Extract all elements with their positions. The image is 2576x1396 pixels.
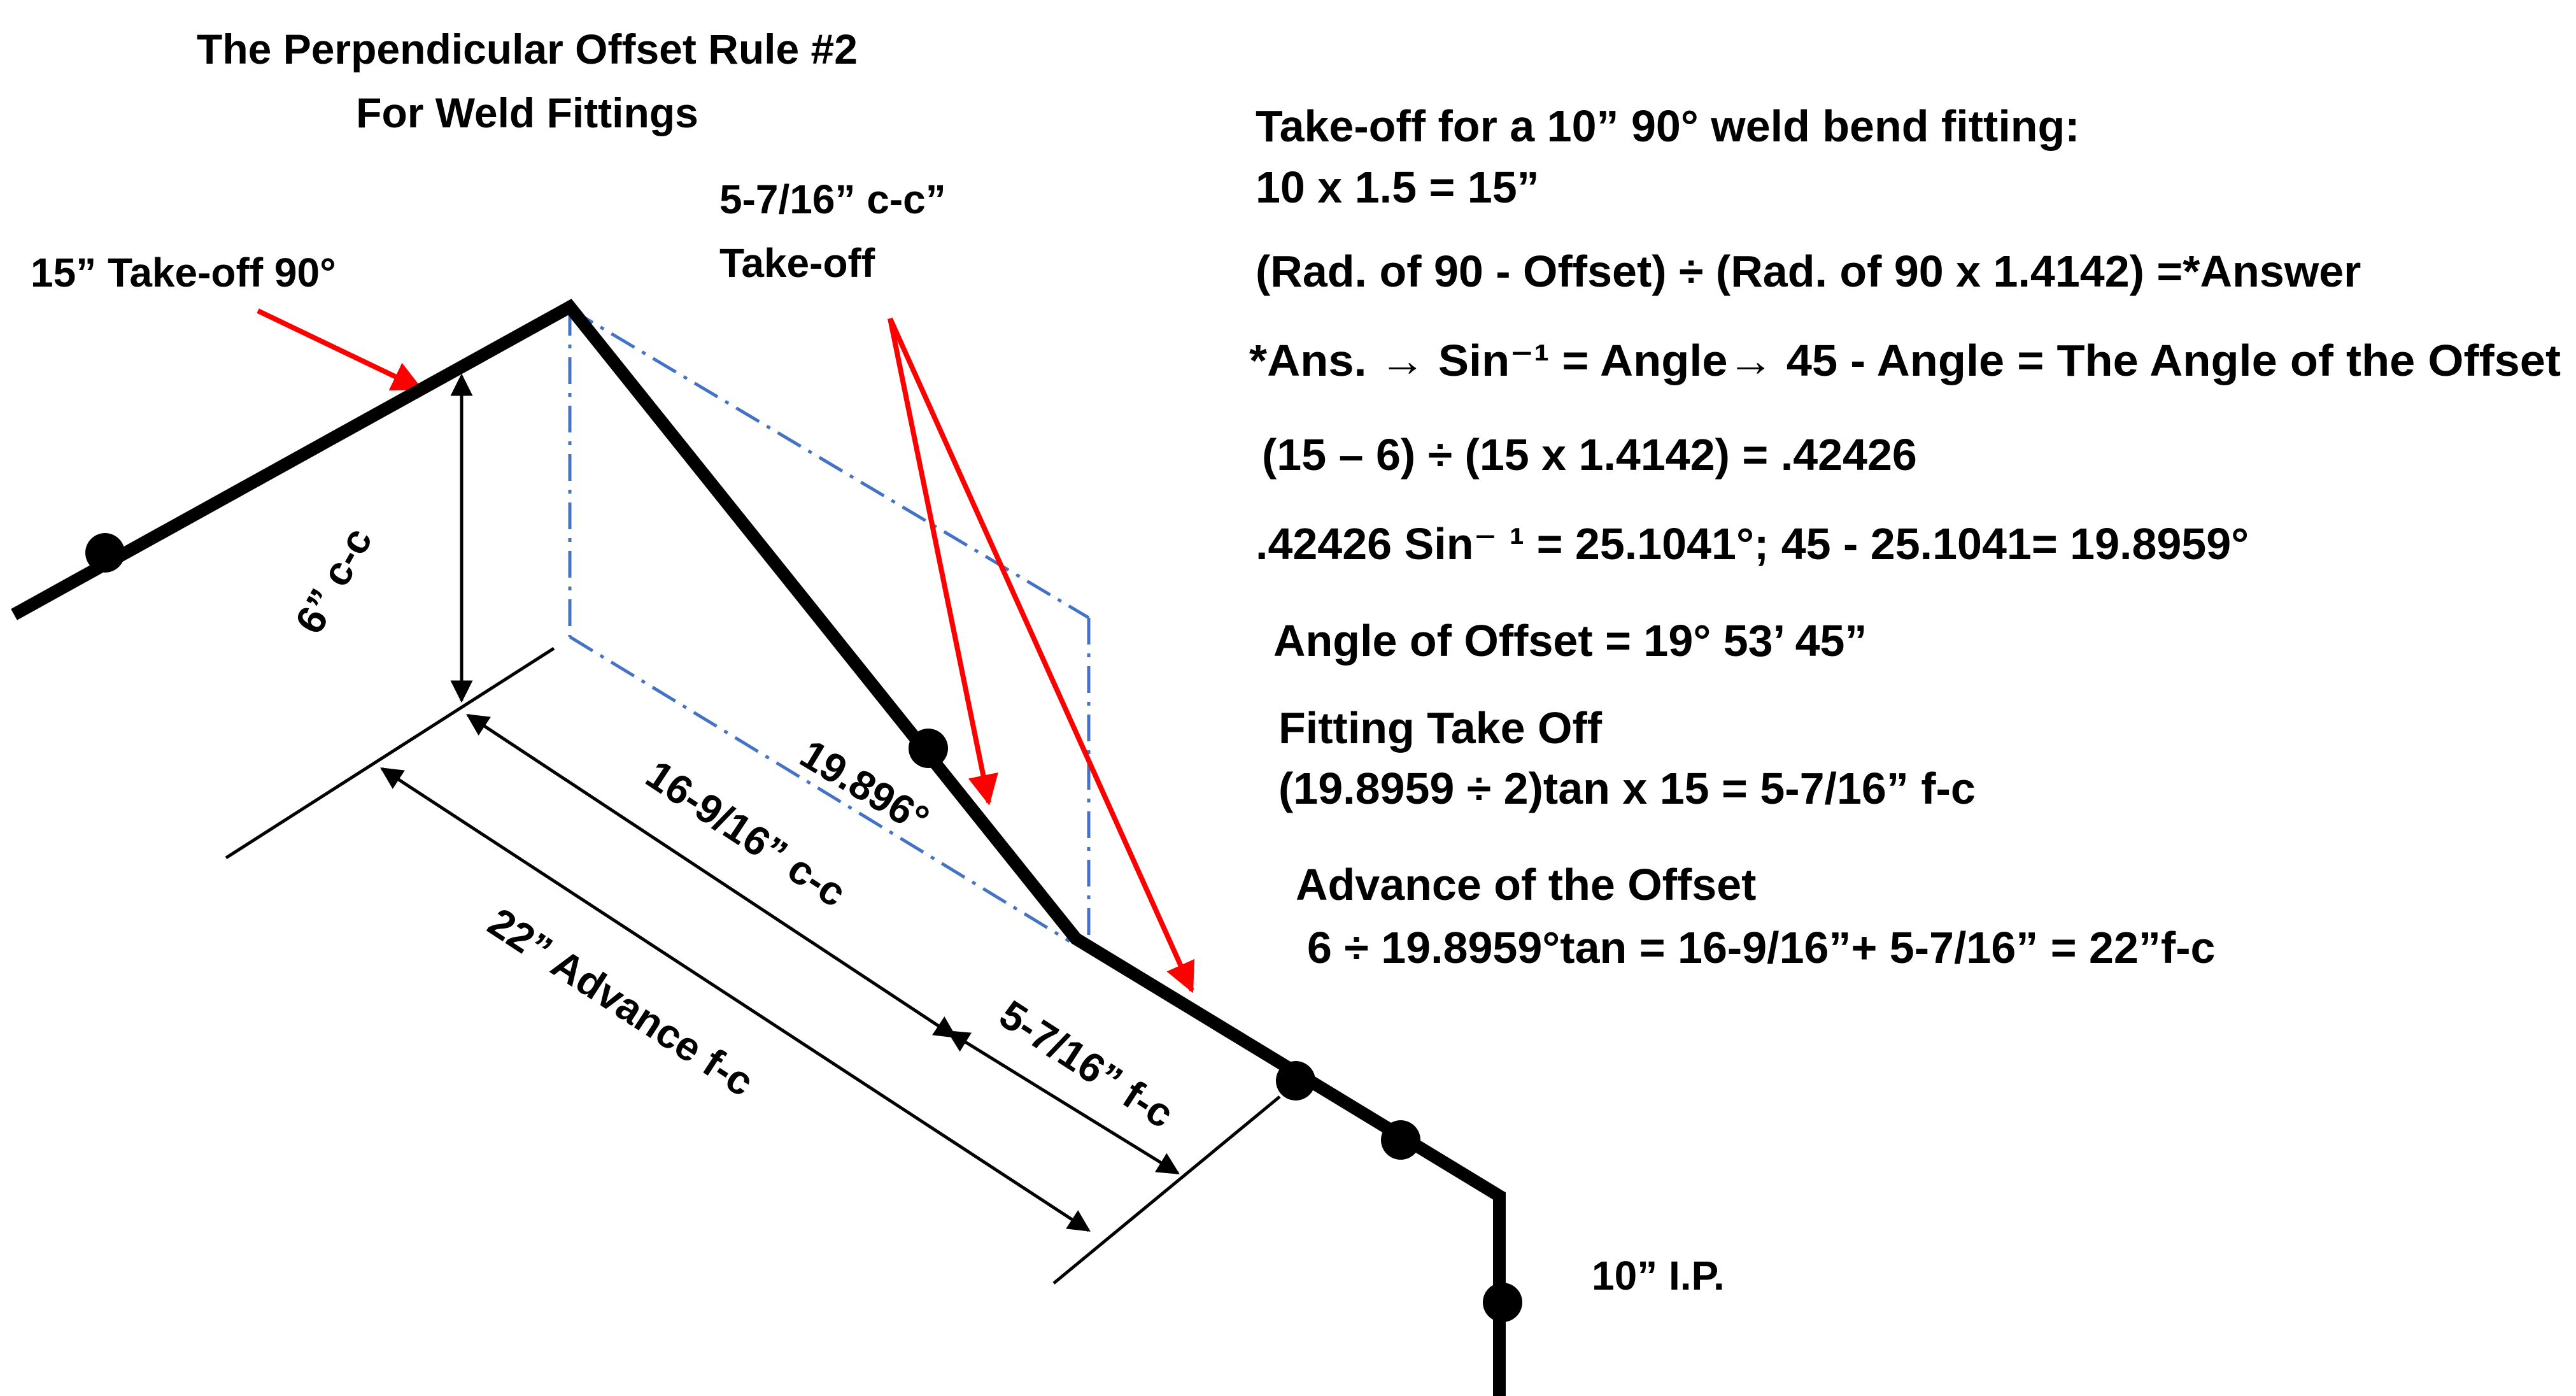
pointer-arrows (257, 308, 1195, 994)
label-ip: 10” I.P. (1592, 1253, 1725, 1299)
weld-dot (1483, 1283, 1522, 1322)
calc-formula-note: *Ans. → Sin⁻¹ = Angle→ 45 - Angle = The … (1249, 336, 2561, 385)
dimension-advance (380, 767, 1091, 1232)
weld-dot (1381, 1120, 1420, 1160)
calc-takeoff-value: 10 x 1.5 = 15” (1256, 162, 1539, 212)
calc-advance-heading: Advance of the Offset (1296, 860, 1756, 909)
extension-line-upper-left (225, 646, 555, 860)
pointer-arrow-takeoff-lower (888, 317, 1195, 994)
construction-top-diagonal (569, 307, 1090, 620)
extension-lines (225, 646, 1281, 1285)
calc-formula: (Rad. of 90 - Offset) ÷ (Rad. of 90 x 1.… (1256, 246, 2361, 296)
dimension-travel (466, 713, 957, 1039)
label-cc-takeoff-line2: Take-off (719, 240, 875, 286)
calc-step1: (15 – 6) ÷ (15 x 1.4142) = .42426 (1262, 430, 1917, 480)
weld-dot (909, 729, 948, 768)
calc-fitting-value: (19.8959 ÷ 2)tan x 15 = 5-7/16” f-c (1278, 764, 1976, 813)
label-cc-takeoff-line1: 5-7/16” c-c” (719, 176, 946, 222)
weld-points (85, 533, 1522, 1322)
weld-dot (1276, 1061, 1315, 1100)
label-advance: 22” Advance f-c (480, 899, 761, 1105)
label-rise: 6” c-c (286, 520, 381, 641)
label-takeoff-90: 15” Take-off 90° (31, 250, 336, 296)
pointer-arrow-takeoff-upper (888, 318, 998, 806)
calc-angle-result: Angle of Offset = 19° 53’ 45” (1273, 616, 1867, 666)
calc-step2: .42426 Sin⁻ ¹ = 25.1041°; 45 - 25.1041= … (1256, 519, 2249, 569)
extension-line-lower-right (1052, 1095, 1281, 1285)
pipe-run (11, 299, 1506, 1396)
weld-dot (85, 533, 125, 573)
calc-takeoff-heading: Take-off for a 10” 90° weld bend fitting… (1256, 101, 2080, 151)
pointer-arrow-takeoff-90 (257, 308, 423, 391)
calc-fitting-heading: Fitting Take Off (1278, 703, 1603, 753)
calculation-block: Take-off for a 10” 90° weld bend fitting… (1249, 101, 2561, 972)
calc-advance-value: 6 ÷ 19.8959°tan = 16-9/16”+ 5-7/16” = 22… (1307, 923, 2215, 972)
dimension-lines (380, 373, 1180, 1232)
diagram-title-line1: The Perpendicular Offset Rule #2 (197, 25, 858, 73)
diagram-title-line2: For Weld Fittings (356, 89, 698, 136)
